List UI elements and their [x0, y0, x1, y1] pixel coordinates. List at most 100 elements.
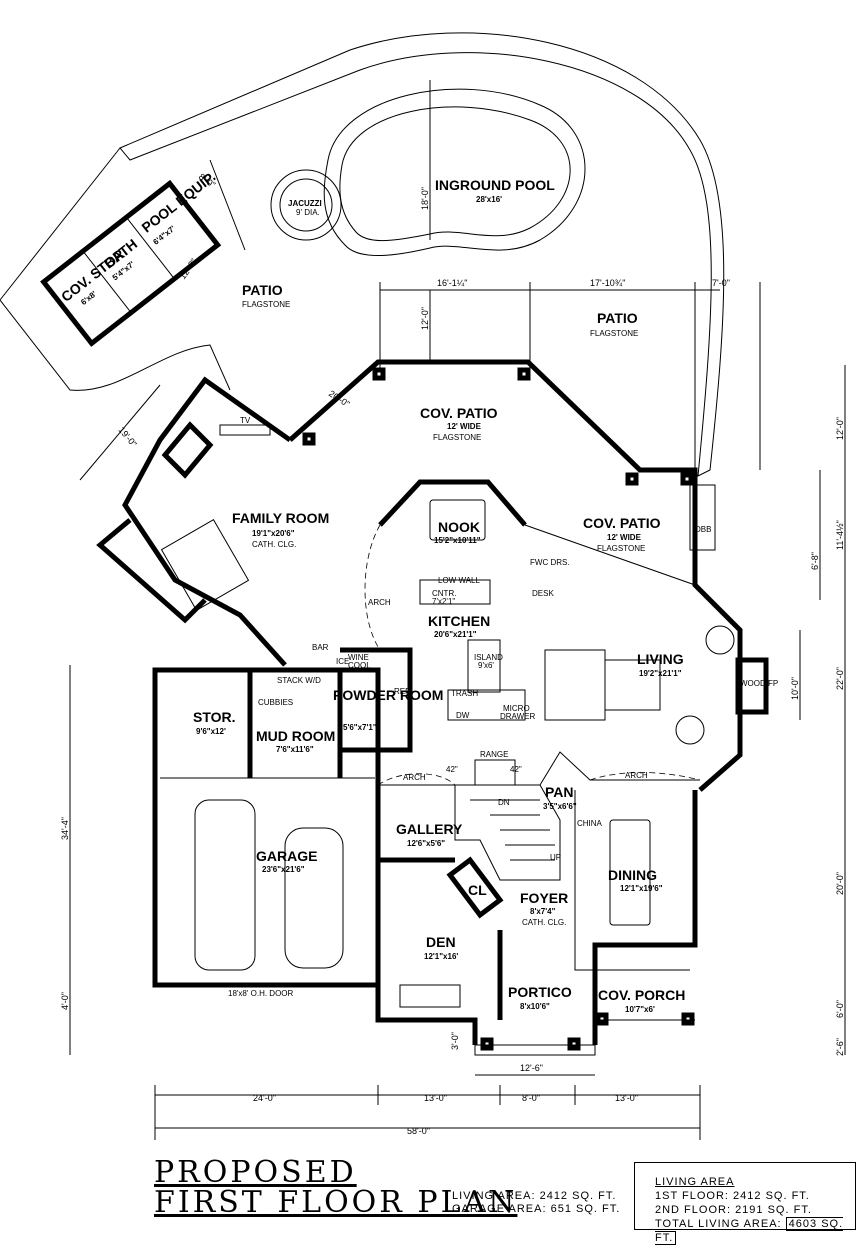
bar-label: BAR — [312, 643, 329, 652]
pool-size: 28'x16' — [476, 195, 502, 204]
dim-right-7: 6'-0" — [835, 1000, 845, 1018]
living-area-summary: LIVING AREA: 2412 SQ. FT. — [452, 1190, 617, 1202]
dim-pool-house-depth: 12'-0" — [177, 257, 198, 282]
family-name: FAMILY ROOM — [232, 510, 329, 526]
foyer-sub: CATH. CLG. — [522, 918, 566, 927]
cov-patio-right-line — [524, 524, 696, 586]
drawer-label: DRAWER — [500, 712, 535, 721]
stor-name: STOR. — [193, 709, 236, 725]
powder-name: POWDER ROOM — [333, 687, 443, 703]
dim-right-1: 12'-0" — [835, 417, 845, 440]
range-42-left: 42" — [446, 765, 458, 774]
garage-name: GARAGE — [256, 848, 317, 864]
wine-label: WINE — [348, 653, 369, 662]
patio-right-sub: FLAGSTONE — [590, 329, 638, 338]
nook-name: NOOK — [438, 519, 480, 535]
dining-size: 12'1"x19'6" — [620, 884, 663, 893]
family-room-wall — [122, 376, 292, 667]
area-summary: LIVING AREA: 2412 SQ. FT. GARAGE AREA: 6… — [452, 1190, 620, 1216]
up-label: UP — [550, 853, 561, 862]
dim-right-8: 2'-6" — [835, 1038, 845, 1056]
arch-label-2: ARCH — [403, 773, 426, 782]
living-area-box: LIVING AREA 1ST FLOOR: 2412 SQ. FT. 2ND … — [634, 1162, 856, 1245]
range-42-right: 42" — [510, 765, 522, 774]
dim-step: 3'-0" — [450, 1032, 460, 1050]
first-floor-area: 1ST FLOOR: 2412 SQ. FT. — [655, 1190, 810, 1202]
cov-patio-right-sub1: 12' WIDE — [607, 533, 642, 542]
island-size: 9'x6' — [478, 661, 494, 670]
jacuzzi-outer — [270, 169, 342, 241]
desk-label: DESK — [532, 589, 554, 598]
garage-door-label: 18'x8' O.H. DOOR — [228, 989, 294, 998]
patio-left-name: PATIO — [242, 282, 283, 298]
low-wall-label: LOW WALL — [438, 576, 480, 585]
tv-label: TV — [240, 416, 251, 425]
cov-patio-top-sub1: 12' WIDE — [447, 422, 482, 431]
dw-label: DW — [456, 711, 470, 720]
mud-size: 7'6"x11'6" — [276, 745, 314, 754]
cntr-label: CNTR. — [432, 589, 456, 598]
portico-size: 8'x10'6" — [520, 1002, 550, 1011]
dim-right-6: 20'-0" — [835, 872, 845, 895]
cov-porch-size: 10'7"x6' — [625, 1005, 655, 1014]
stor-size: 9'6"x12' — [196, 727, 226, 736]
kitchen-size: 20'6"x21'1" — [434, 630, 477, 639]
pool-name: INGROUND POOL — [435, 177, 555, 193]
cool-label: COOL — [348, 661, 371, 670]
den-name: DEN — [426, 934, 456, 950]
dim-pool-depth: 18'-0" — [420, 187, 430, 210]
pool-water — [339, 106, 571, 241]
dim-family-width: 19'-0" — [116, 425, 138, 449]
jacuzzi-name: JACUZZI — [288, 199, 322, 208]
patio-left-outline — [0, 147, 231, 391]
front-right-wall — [592, 790, 698, 1045]
pool-house: COV. STOR. 6'x8' BATH 5'4"x7' POOL EQUIP… — [40, 168, 222, 347]
cov-patio-right-name: COV. PATIO — [583, 515, 661, 531]
closet-outline — [446, 856, 504, 919]
dim-top-2: 17'-10¾" — [590, 278, 625, 288]
second-floor-area: 2ND FLOOR: 2191 SQ. FT. — [655, 1204, 812, 1216]
garage-area-summary: GARAGE AREA: 651 SQ. FT. — [452, 1203, 621, 1215]
dim-overall: 58'-0" — [407, 1126, 430, 1136]
cov-patio-right-sub2: FLAGSTONE — [597, 544, 645, 553]
dim-top-3: 7'-0" — [712, 278, 730, 288]
dim-left-1: 34'-4" — [60, 817, 70, 840]
plan-title-line1: PROPOSED — [154, 1155, 357, 1190]
fireplace-living — [735, 657, 769, 715]
portico-name: PORTICO — [508, 984, 572, 1000]
living-area-heading: LIVING AREA — [655, 1176, 735, 1188]
total-label: TOTAL LIVING AREA: — [655, 1218, 782, 1230]
jacuzzi-size: 9' DIA. — [296, 208, 320, 217]
mud-name: MUD ROOM — [256, 728, 335, 744]
dim-right-4: 22'-0" — [835, 667, 845, 690]
kitchen-name: KITCHEN — [428, 613, 490, 629]
fireplace-family — [161, 421, 214, 479]
cov-porch-name: COV. PORCH — [598, 987, 685, 1003]
dim-top-1: 16'-1¼" — [437, 278, 467, 288]
garage-wall — [152, 667, 381, 988]
garage-size: 23'6"x21'6" — [262, 865, 305, 874]
gallery-line — [378, 751, 700, 786]
family-room-side — [96, 518, 207, 624]
arch-label-1: ARCH — [368, 598, 391, 607]
pool-deck-outline — [119, 32, 725, 477]
foyer-name: FOYER — [520, 890, 568, 906]
foyer-size: 8'x7'4" — [530, 907, 556, 916]
cl-label: CL — [468, 882, 487, 898]
front-left-wall — [375, 780, 478, 1045]
dbb-label: DBB — [695, 525, 711, 534]
living-size: 19'2"x21'1" — [639, 669, 682, 678]
dim-right-2: 11'-4½" — [835, 520, 845, 550]
range-label: RANGE — [480, 750, 508, 759]
living-name: LIVING — [637, 651, 684, 667]
wood-fp-label: WOOD FP — [740, 679, 778, 688]
island-label: ISLAND — [474, 653, 503, 662]
pan-size: 3'5"x6'6" — [543, 802, 577, 811]
stair — [454, 784, 561, 881]
cov-patio-top-sub2: FLAGSTONE — [433, 433, 481, 442]
family-sub: CATH. CLG. — [252, 540, 296, 549]
total-living-area: TOTAL LIVING AREA: 4603 SQ. FT. — [655, 1217, 855, 1245]
cntr-size: 7'x2'1" — [432, 597, 455, 606]
ice-label: ICE — [336, 657, 349, 666]
dim-left-2: 4'-0" — [60, 992, 70, 1010]
